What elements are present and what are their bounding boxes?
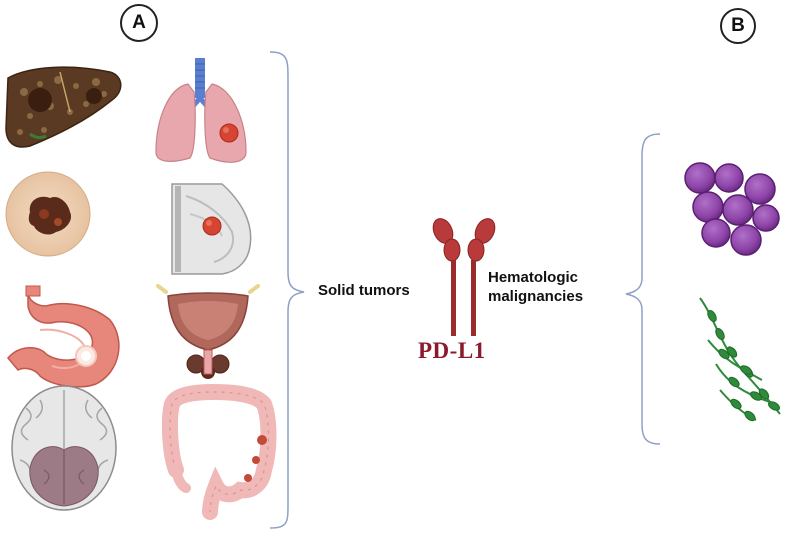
leukemia-cells-icon bbox=[684, 162, 780, 256]
hematologic-malignancies-label: Hematologic malignancies bbox=[488, 268, 583, 306]
lymphoma-cells-icon bbox=[699, 297, 781, 422]
liver-icon bbox=[5, 66, 122, 148]
panel-a-marker: A bbox=[120, 4, 158, 42]
skin-melanoma-icon bbox=[5, 171, 91, 257]
bladder-prostate-icon bbox=[156, 284, 260, 379]
panel-b-marker: B bbox=[720, 8, 756, 44]
breast-icon bbox=[171, 183, 252, 275]
lung-icon bbox=[155, 58, 247, 163]
colon-icon bbox=[161, 383, 277, 520]
hematologic-label-line1: Hematologic bbox=[488, 269, 579, 286]
brain-icon bbox=[11, 385, 117, 511]
solid-tumors-label: Solid tumors bbox=[318, 282, 410, 299]
solid-tumors-brace bbox=[269, 51, 305, 529]
hematologic-brace bbox=[625, 133, 661, 445]
pdl1-label: PD-L1 bbox=[418, 338, 486, 363]
hematologic-label-line2: malignancies bbox=[488, 288, 584, 305]
stomach-icon bbox=[7, 285, 120, 388]
pdl1-receptor-icon bbox=[432, 218, 496, 336]
